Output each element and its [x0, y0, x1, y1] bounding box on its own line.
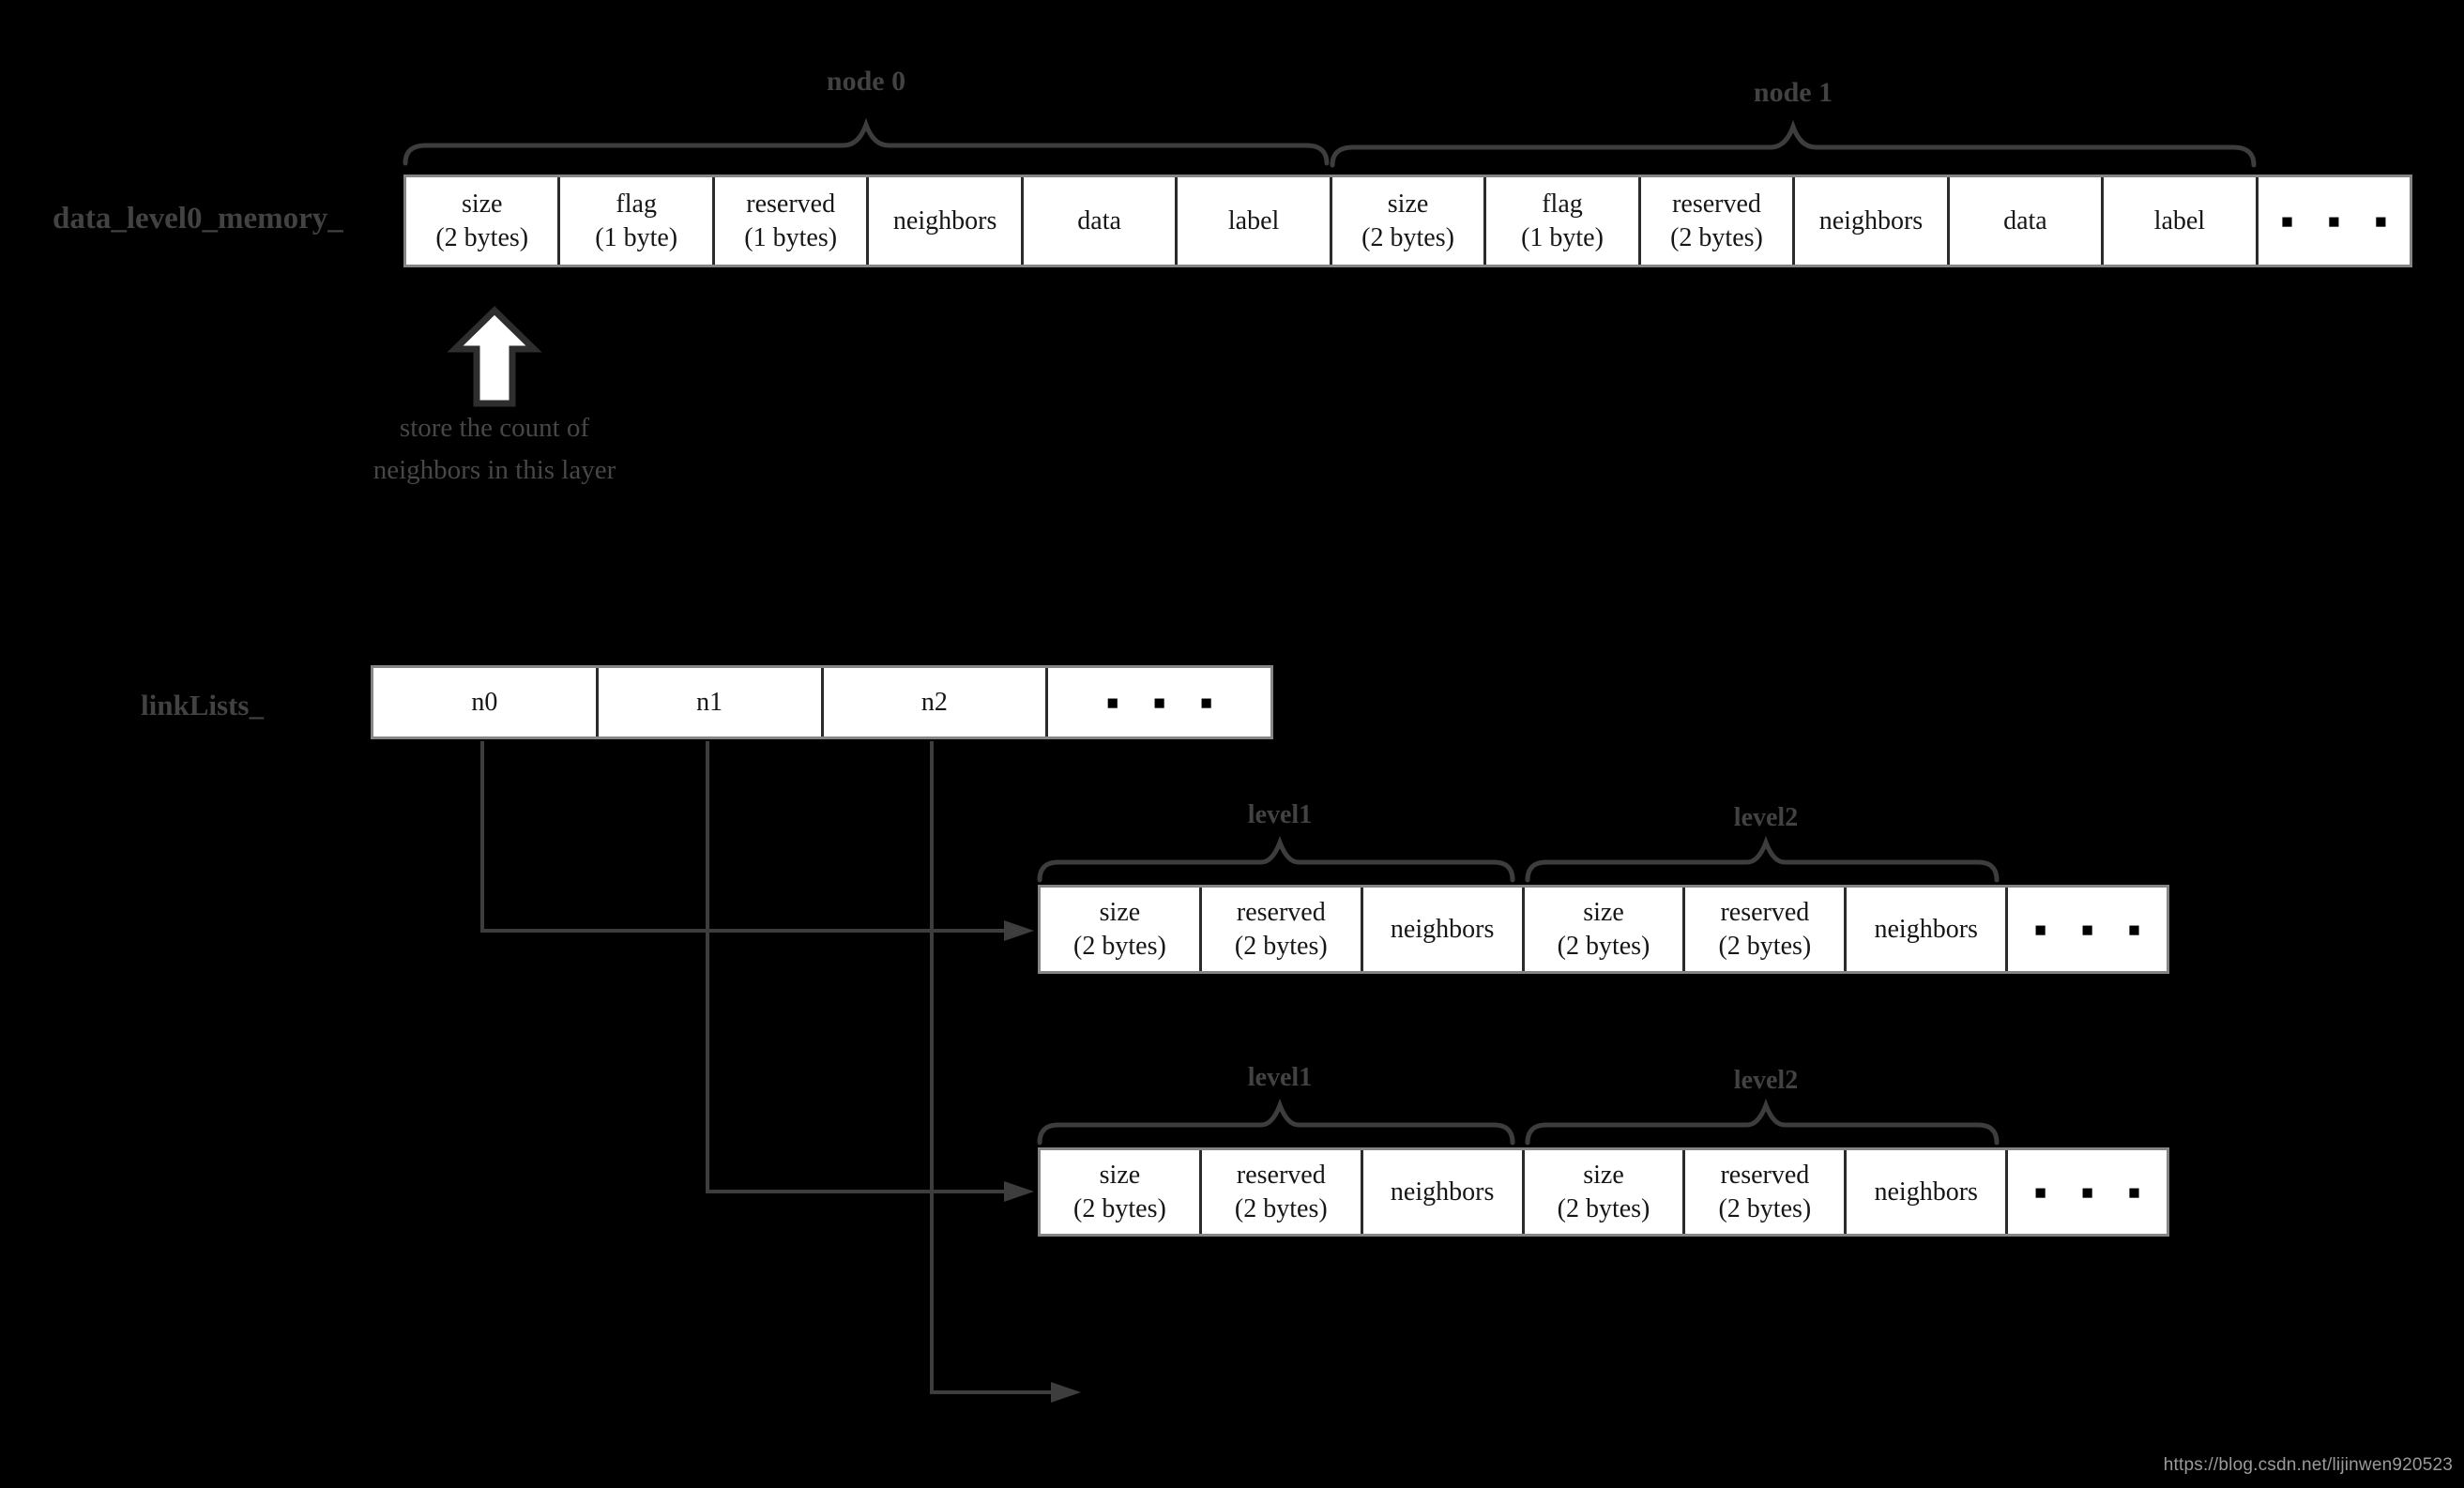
memory-row-ellipsis: ■ ■ ■ [2255, 177, 2410, 265]
row2-level1-brace [1037, 1098, 1515, 1146]
level1-cell-neighbors: neighbors [1360, 1150, 1522, 1234]
level1-cell-reserved: reserved (2 bytes) [1198, 1150, 1361, 1234]
memory-cell-neighbors-1: neighbors [1792, 177, 1946, 265]
pointer-line-n2 [930, 741, 1057, 1394]
linklists-row-ellipsis: ■ ■ ■ [1045, 668, 1270, 736]
level-row-1: size (2 bytes) reserved (2 bytes) neighb… [1038, 885, 2169, 974]
pointer-line-n1 [706, 741, 1010, 1193]
pointer-arrowhead-n1 [1004, 1181, 1034, 1202]
watermark-url: https://blog.csdn.net/lijinwen920523 [2163, 1455, 2453, 1475]
memory-cell-size-1: size (2 bytes) [1329, 177, 1483, 265]
row1-level1-brace [1037, 835, 1515, 883]
memory-cell-data-0: data [1020, 177, 1175, 265]
level2-cell-reserved: reserved (2 bytes) [1682, 1150, 1844, 1234]
node1-brace-label: node 1 [1753, 77, 1833, 108]
level2-cell-size: size (2 bytes) [1521, 888, 1683, 971]
memory-cell-label-0: label [1175, 177, 1329, 265]
memory-cell-flag-0: flag (1 byte) [557, 177, 711, 265]
linklists-cell-n2: n2 [820, 668, 1046, 736]
memory-cell-label-1: label [2101, 177, 2255, 265]
row2-level2-label: level2 [1733, 1066, 1799, 1095]
level1-cell-neighbors: neighbors [1360, 888, 1522, 971]
size-annotation-text: store the count of neighbors in this lay… [373, 413, 616, 485]
pointer-line-n0 [480, 741, 1010, 933]
data-level0-memory-label: data_level0_memory_ [53, 202, 343, 235]
level2-cell-neighbors: neighbors [1844, 888, 2005, 971]
level2-cell-reserved: reserved (2 bytes) [1682, 888, 1844, 971]
row1-level2-brace [1525, 835, 2000, 883]
level1-cell-reserved: reserved (2 bytes) [1198, 888, 1361, 971]
memory-cell-data-1: data [1946, 177, 2101, 265]
row1-level1-label: level1 [1247, 800, 1313, 829]
memory-cell-neighbors-0: neighbors [866, 177, 1020, 265]
level-row-2: size (2 bytes) reserved (2 bytes) neighb… [1038, 1147, 2169, 1237]
node0-brace-label: node 0 [826, 66, 906, 97]
memory-cell-reserved-1: reserved (2 bytes) [1637, 177, 1792, 265]
row1-level2-label: level2 [1733, 803, 1799, 832]
level2-cell-neighbors: neighbors [1844, 1150, 2005, 1234]
pointer-arrowhead-n0 [1004, 920, 1034, 941]
linklists-row: n0 n1 n2 ■ ■ ■ [371, 665, 1273, 739]
memory-cell-flag-1: flag (1 byte) [1483, 177, 1637, 265]
pointer-arrowhead-n2 [1051, 1382, 1081, 1403]
node0-brace [403, 117, 1330, 166]
up-arrow-icon [447, 306, 542, 407]
linklists-cell-n1: n1 [595, 668, 821, 736]
level-row-2-ellipsis: ■ ■ ■ [2005, 1150, 2167, 1234]
level2-cell-size: size (2 bytes) [1521, 1150, 1683, 1234]
row2-level2-brace [1525, 1098, 2000, 1146]
data-level0-memory-row: size (2 bytes) flag (1 byte) reserved (1… [403, 175, 2412, 267]
level1-cell-size: size (2 bytes) [1073, 1160, 1166, 1223]
row2-level1-label: level1 [1247, 1063, 1313, 1092]
linklists-cell-n0: n0 [471, 687, 498, 717]
level-row-1-ellipsis: ■ ■ ■ [2005, 888, 2167, 971]
node1-brace [1330, 119, 2257, 168]
memory-cell-size-0: size (2 bytes) [435, 189, 529, 252]
memory-cell-reserved-0: reserved (1 bytes) [711, 177, 866, 265]
linklists-label: linkLists_ [141, 689, 264, 721]
level1-cell-size: size (2 bytes) [1073, 897, 1166, 961]
